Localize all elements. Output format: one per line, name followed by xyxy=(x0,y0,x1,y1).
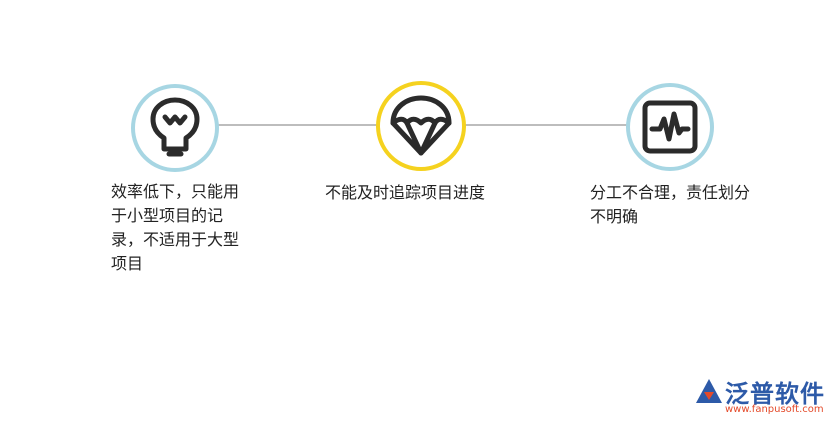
step-node-3 xyxy=(626,83,714,171)
step-caption-2: 不能及时追踪项目进度 xyxy=(325,183,486,202)
lightbulb-icon xyxy=(150,97,200,157)
connector-line-2 xyxy=(463,124,629,126)
logo-name: 泛普软件 xyxy=(725,380,825,408)
connector-line-1 xyxy=(216,124,379,126)
step-caption-3: 分工不合理，责任划分不明确 xyxy=(590,183,751,226)
step-node-2 xyxy=(376,81,466,171)
step-node-1 xyxy=(131,84,219,172)
heart-monitor-icon xyxy=(642,100,698,154)
fanpu-logo-icon xyxy=(696,379,722,403)
step-caption-1: 效率低下，只能用于小型项目的记录，不适用于大型项目 xyxy=(111,182,240,273)
parachute-icon xyxy=(390,95,452,156)
brand-logo: 泛普软件 www.fanpusoft.com xyxy=(695,374,825,418)
logo-url: www.fanpusoft.com xyxy=(725,404,824,415)
